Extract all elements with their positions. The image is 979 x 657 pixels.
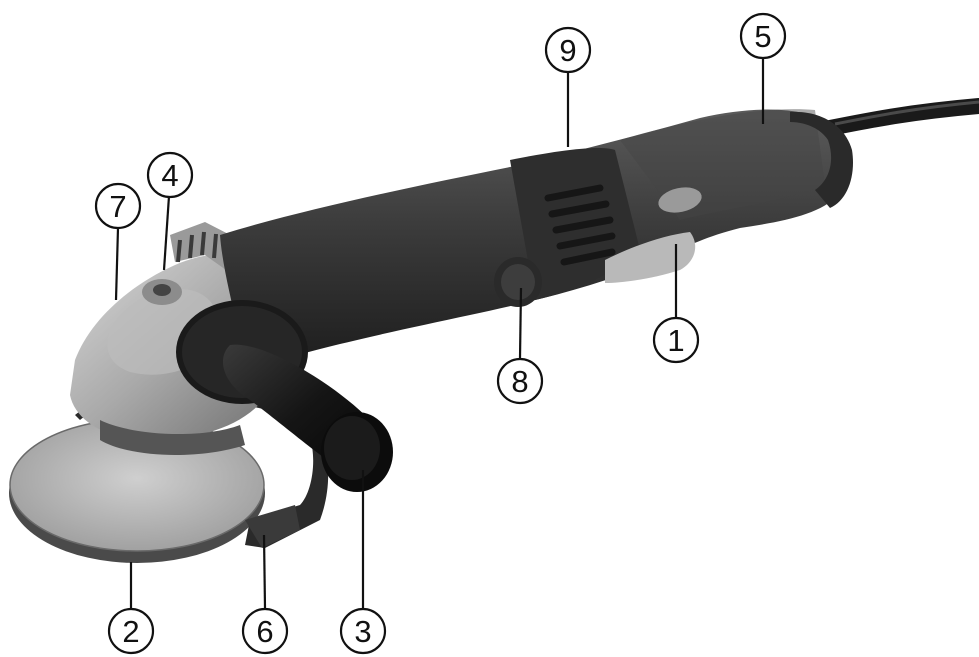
callout-6: 6 bbox=[241, 607, 289, 655]
callout-8: 8 bbox=[496, 357, 544, 405]
motor-housing bbox=[220, 109, 846, 362]
callout-3-label: 3 bbox=[354, 614, 371, 649]
callout-9-label: 9 bbox=[559, 33, 576, 68]
callout-5-label: 5 bbox=[754, 19, 771, 54]
callout-1-label: 1 bbox=[667, 323, 684, 358]
callout-4: 4 bbox=[146, 151, 194, 199]
power-cord bbox=[822, 98, 979, 136]
callout-6-label: 6 bbox=[256, 614, 273, 649]
callout-9: 9 bbox=[544, 26, 592, 74]
side-handle bbox=[176, 300, 393, 492]
callout-5: 5 bbox=[739, 12, 787, 60]
leader-lines bbox=[114, 57, 765, 609]
spindle-lock-button bbox=[494, 257, 542, 307]
callout-3: 3 bbox=[339, 607, 387, 655]
rear-handle bbox=[790, 111, 854, 208]
callout-1: 1 bbox=[652, 316, 700, 364]
callout-7: 7 bbox=[94, 182, 142, 230]
callout-2-label: 2 bbox=[122, 614, 139, 649]
callout-2: 2 bbox=[107, 607, 155, 655]
switch-trigger bbox=[605, 187, 702, 283]
callout-4-label: 4 bbox=[161, 158, 178, 193]
callout-7-label: 7 bbox=[109, 189, 126, 224]
callout-8-label: 8 bbox=[511, 364, 528, 399]
